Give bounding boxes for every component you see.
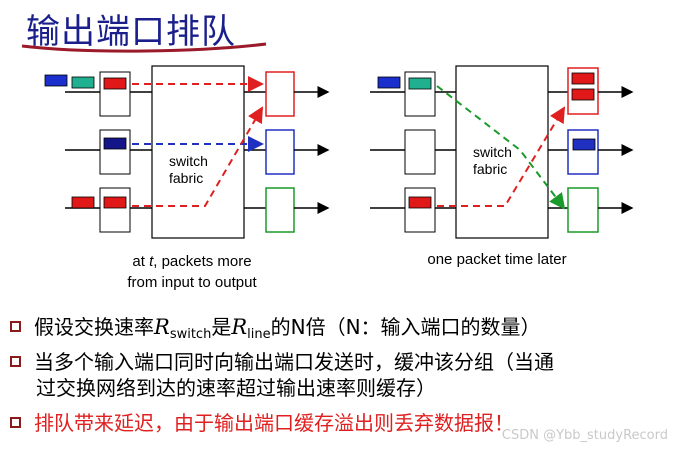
packet-blue — [103, 137, 127, 150]
packet-teal — [71, 76, 95, 89]
bullet-item: 当多个输入端口同时向输出端口发送时，缓冲该分组（当通 — [10, 349, 554, 375]
switch-fabric — [455, 65, 549, 239]
input-port-2 — [99, 129, 131, 175]
packet-teal — [408, 77, 432, 90]
output-port-blue — [265, 129, 295, 175]
bullet-square-icon — [10, 417, 21, 428]
bullet-square-icon — [10, 321, 21, 332]
flow-red — [132, 106, 264, 207]
right-diagram: switch fabric one packet time later — [370, 65, 634, 268]
input-port-3 — [404, 187, 436, 233]
bullet-item: 假设交换速率Rswitch是Rline的N倍（N：输入端口的数量） — [10, 314, 541, 348]
packet-red — [571, 72, 595, 85]
bullet-square-icon — [10, 356, 21, 367]
fabric-label: fabric — [169, 170, 203, 186]
packet-red — [408, 196, 432, 209]
packet-blue — [44, 74, 68, 87]
title-underline — [21, 42, 267, 53]
fabric-label: switch — [169, 153, 208, 169]
page-title: 输出端口排队 — [26, 12, 236, 52]
left-diagram: switch fabric at t, packets more from in… — [44, 65, 330, 291]
output-port-green — [265, 187, 295, 233]
output-port-green — [567, 187, 599, 233]
fabric-label: fabric — [473, 161, 507, 177]
output-port-blue — [567, 129, 599, 175]
right-caption: one packet time later — [427, 251, 566, 268]
packet-blue — [377, 76, 401, 89]
fabric-label: switch — [473, 144, 512, 160]
packet-red — [103, 77, 127, 90]
output-port-red — [265, 71, 295, 117]
diagram: switch fabric at t, packets more from in… — [21, 42, 634, 291]
bullet-item: 排队带来延迟，由于输出端口缓存溢出则丢弃数据报！ — [10, 410, 514, 436]
flow-red — [437, 106, 566, 207]
left-caption: at t, packets more — [132, 253, 251, 270]
packet-blue — [572, 138, 596, 151]
input-port-2 — [404, 129, 436, 175]
left-caption: from input to output — [127, 274, 257, 291]
switch-fabric — [151, 65, 245, 239]
bullet-item-continuation: 过交换网络到达的速率超过输出速率则缓存） — [36, 376, 436, 400]
packet-red — [103, 196, 127, 209]
packet-red — [571, 88, 595, 101]
watermark: CSDN @Ybb_studyRecord — [501, 428, 668, 443]
input-port-3 — [99, 187, 131, 233]
packet-red — [71, 196, 95, 209]
